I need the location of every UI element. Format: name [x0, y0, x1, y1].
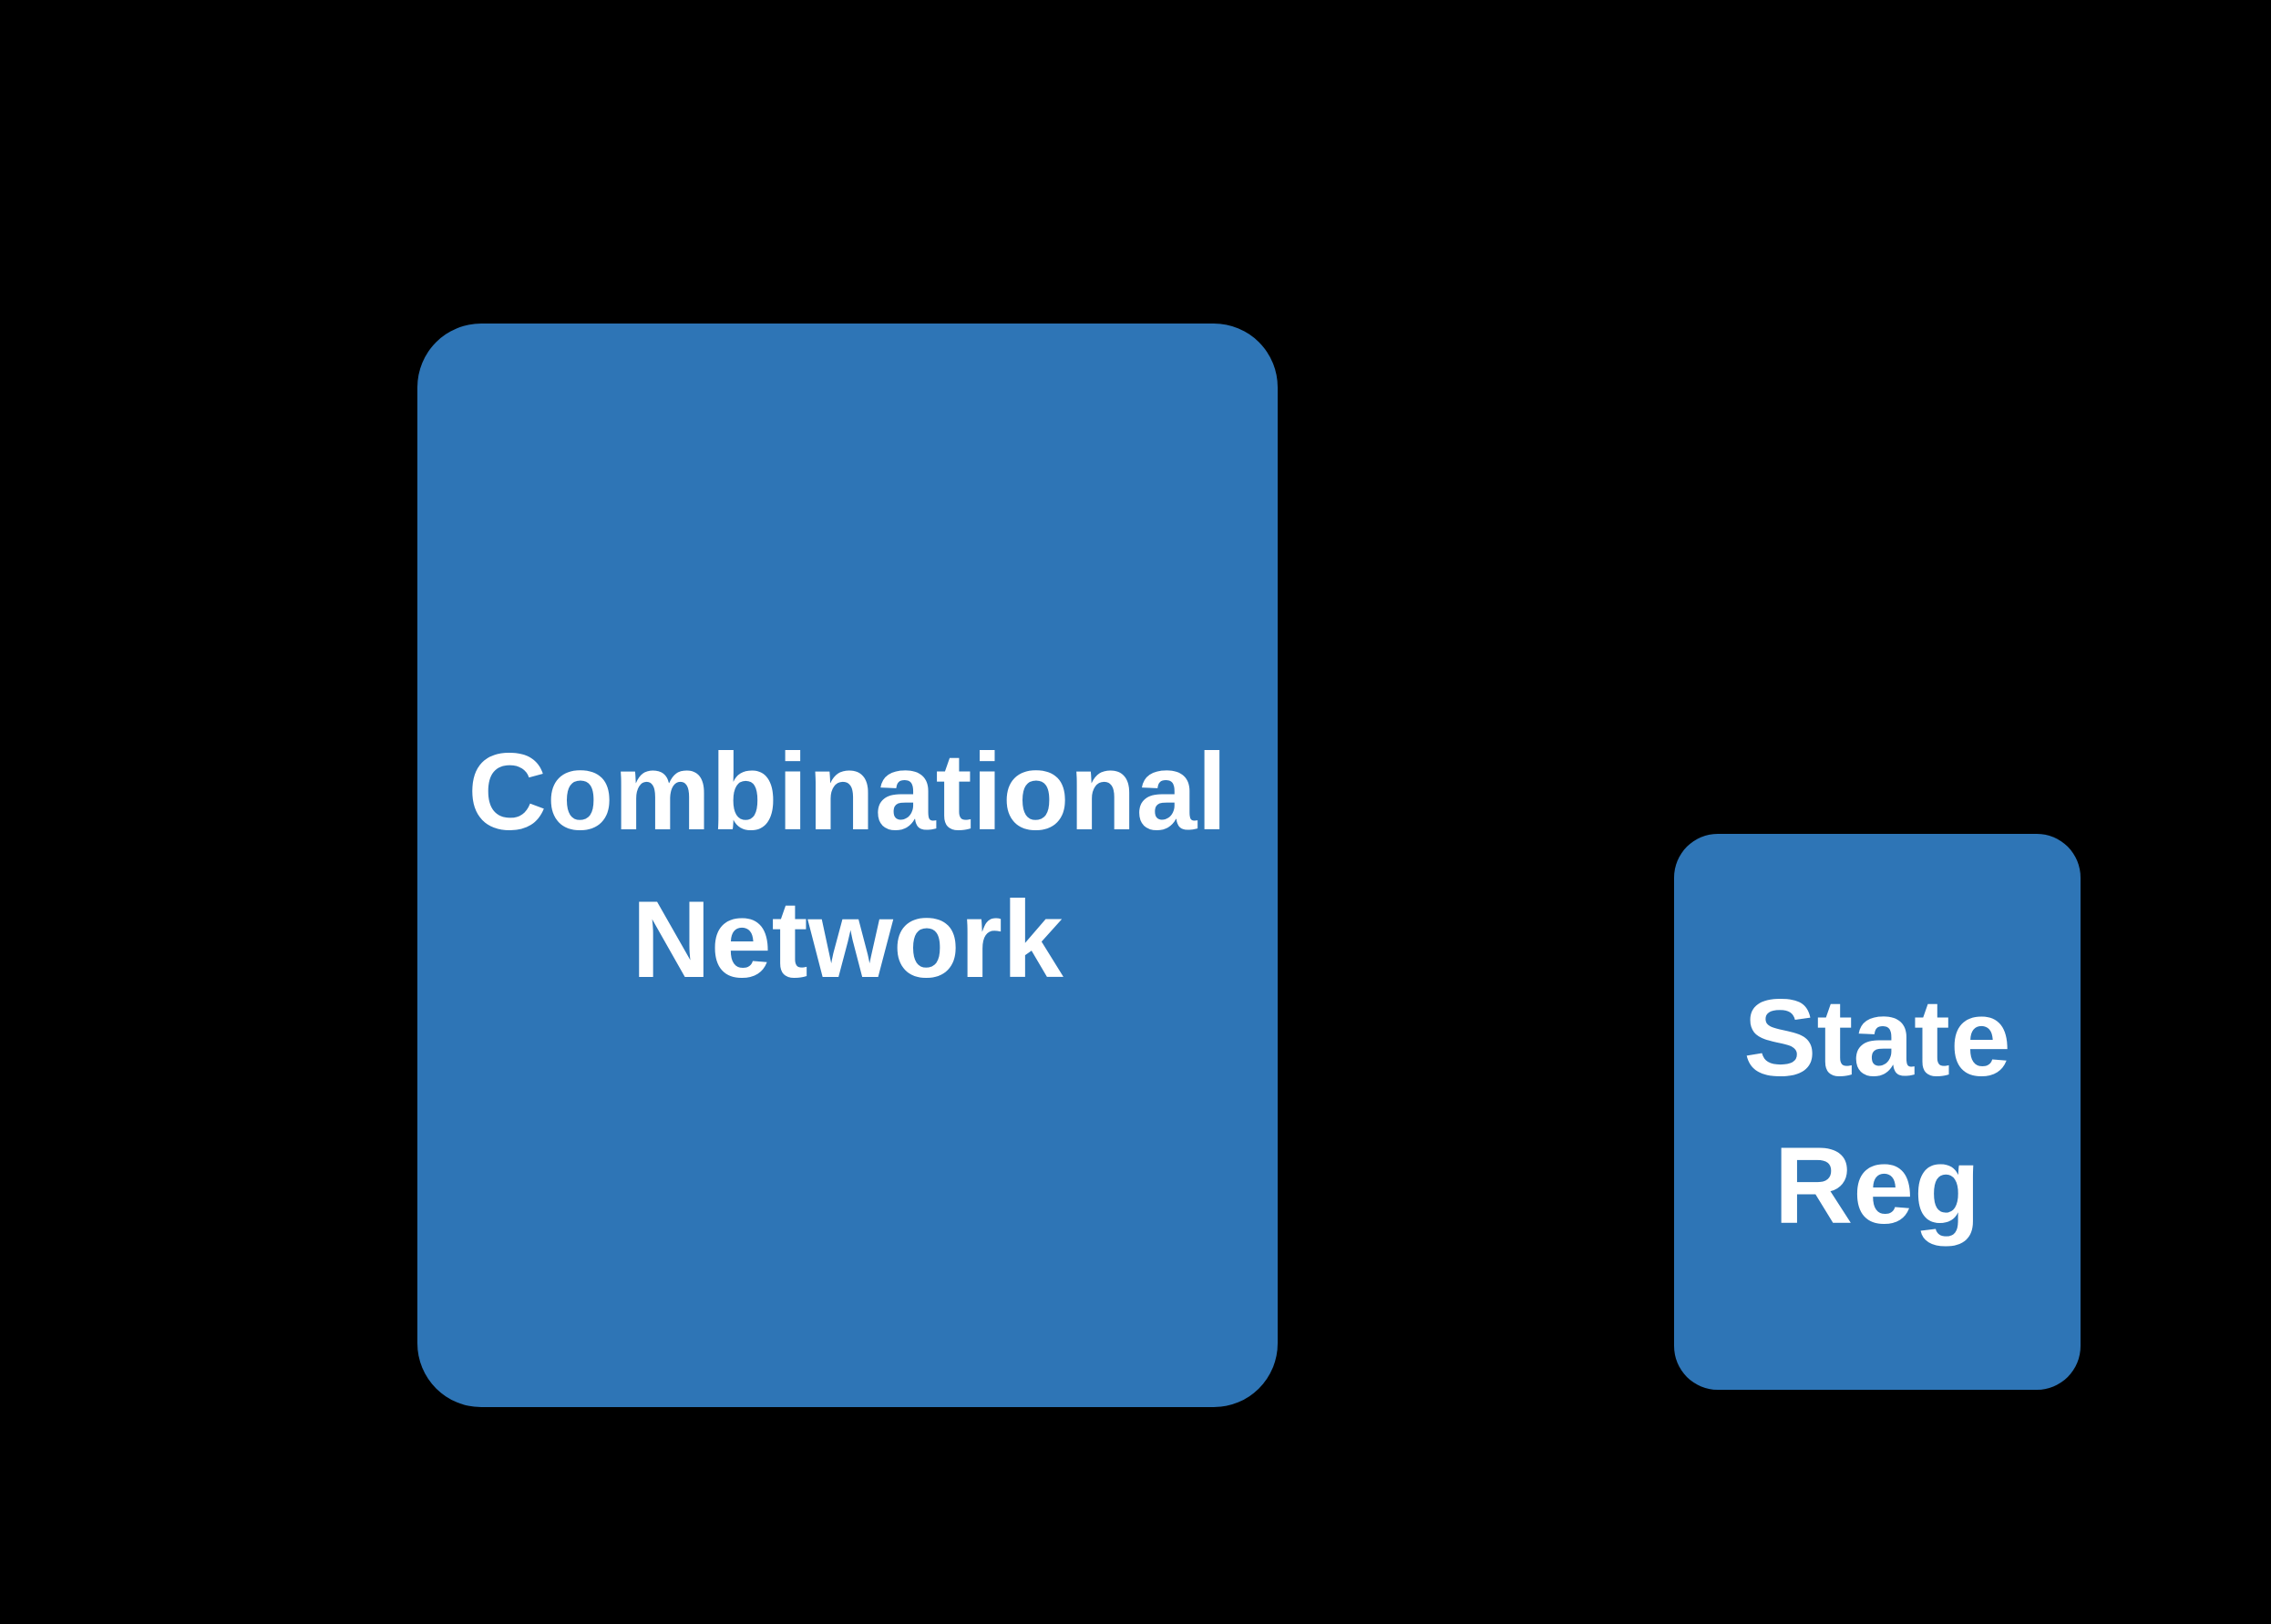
combinational-network-label: Combinational Network — [468, 718, 1227, 1013]
state-reg-node: State Reg — [1674, 834, 2081, 1390]
combinational-network-node: Combinational Network — [417, 324, 1278, 1407]
state-reg-label-line1: State — [1743, 977, 2011, 1099]
state-reg-label: State Reg — [1743, 964, 2010, 1259]
state-reg-label-line2: Reg — [1773, 1125, 1981, 1247]
combinational-network-label-line2: Network — [632, 878, 1064, 1001]
combinational-network-label-line1: Combinational — [468, 730, 1228, 853]
